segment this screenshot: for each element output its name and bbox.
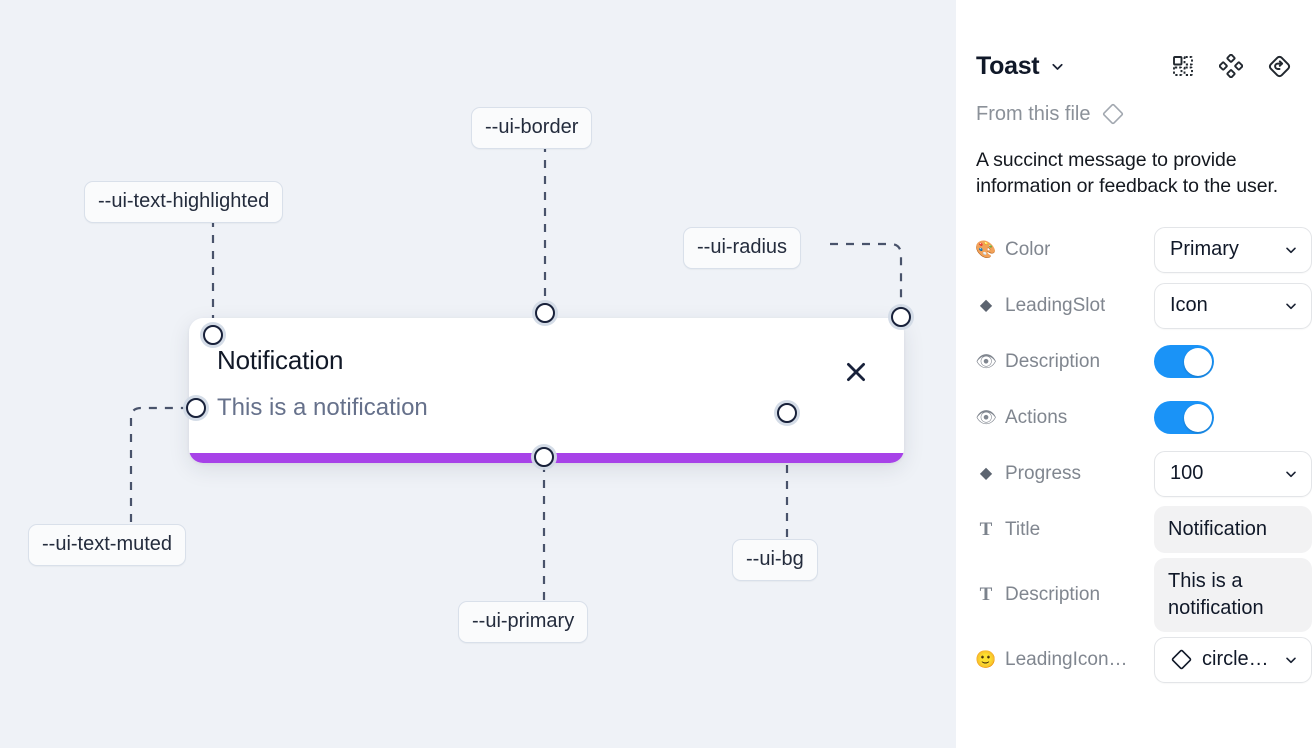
diamond-icon: ◆ xyxy=(979,464,993,482)
progress-select[interactable]: 100 xyxy=(1154,450,1312,497)
property-row-leadingslot: ◆ LeadingSlot Icon xyxy=(976,278,1312,334)
anchor-dot-radius[interactable] xyxy=(891,307,911,327)
variants-grid-icon[interactable] xyxy=(1170,53,1196,79)
eye-emoji-icon: 👁 xyxy=(976,408,997,428)
description-input[interactable]: This is a notification xyxy=(1154,557,1312,632)
text-type-icon: T xyxy=(979,584,993,606)
palette-emoji-icon: 🎨 xyxy=(976,240,997,260)
property-row-color: 🎨 Color Primary xyxy=(976,222,1312,278)
panel-header: Toast xyxy=(976,38,1292,94)
reset-icon[interactable] xyxy=(1266,53,1292,79)
property-row-actions-visibility: 👁 Actions xyxy=(976,390,1292,446)
toast-description: This is a notification xyxy=(217,394,428,421)
diamond-component-icon xyxy=(1101,102,1125,126)
title-input[interactable]: Notification xyxy=(1154,506,1312,554)
property-label-description-visibility: 👁 Description xyxy=(976,350,1101,372)
token-label-ui-text-muted[interactable]: --ui-text-muted xyxy=(28,524,187,566)
property-list: 🎨 Color Primary ◆ LeadingSlot xyxy=(976,222,1312,688)
diamond-component-icon xyxy=(1170,648,1193,671)
toast-title: Notification xyxy=(217,345,344,375)
property-label-color: 🎨 Color xyxy=(976,238,1051,260)
description-toggle[interactable] xyxy=(1154,345,1214,379)
component-description: A succinct message to provide informatio… xyxy=(976,149,1279,197)
property-row-title: T Title Notification xyxy=(976,502,1312,558)
property-row-description-text: T Description This is a notification xyxy=(976,557,1312,632)
header-icon-group xyxy=(1170,53,1292,79)
chevron-down-icon xyxy=(1283,242,1299,258)
actions-toggle[interactable] xyxy=(1154,401,1214,435)
property-row-leadingicon: 🙂 LeadingIcon… circle… xyxy=(976,632,1312,688)
smiley-emoji-icon: 🙂 xyxy=(976,650,997,670)
leadingslot-select[interactable]: Icon xyxy=(1154,282,1312,329)
close-icon[interactable] xyxy=(842,358,870,386)
token-label-ui-radius[interactable]: --ui-radius xyxy=(683,227,802,269)
property-label-progress: ◆ Progress xyxy=(976,463,1144,485)
property-row-description-visibility: 👁 Description xyxy=(976,334,1292,390)
page-title: Toast xyxy=(976,51,1040,80)
anchor-dot-text-highlighted[interactable] xyxy=(203,325,223,345)
anchor-dot-primary[interactable] xyxy=(534,447,554,467)
toast-component-preview[interactable]: Notification This is a notification xyxy=(189,318,904,463)
toggle-knob xyxy=(1183,347,1212,376)
token-label-ui-primary[interactable]: --ui-primary xyxy=(458,601,589,643)
token-label-ui-bg[interactable]: --ui-bg xyxy=(732,539,818,581)
diamond-icon: ◆ xyxy=(979,296,993,314)
token-label-ui-border[interactable]: --ui-border xyxy=(471,107,593,149)
toggle-knob xyxy=(1183,403,1212,432)
text-type-icon: T xyxy=(979,519,993,541)
chevron-down-icon[interactable] xyxy=(1049,58,1066,75)
property-label-description-text: T Description xyxy=(976,584,1144,606)
eye-emoji-icon: 👁 xyxy=(976,352,997,372)
leadingicon-select[interactable]: circle… xyxy=(1154,636,1312,683)
color-select[interactable]: Primary xyxy=(1154,226,1312,273)
source-row[interactable]: From this file xyxy=(976,102,1292,126)
property-label-title: T Title xyxy=(976,519,1144,541)
property-label-leadingicon: 🙂 LeadingIcon… xyxy=(976,648,1128,670)
design-canvas[interactable]: Notification This is a notification --ui… xyxy=(0,0,956,748)
source-label: From this file xyxy=(976,102,1091,125)
chevron-down-icon xyxy=(1283,652,1299,668)
anchor-dot-text-muted[interactable] xyxy=(186,398,206,418)
properties-panel: Toast xyxy=(956,0,1312,748)
anchor-dot-bg[interactable] xyxy=(777,403,797,423)
chevron-down-icon xyxy=(1283,466,1299,482)
anchor-dot-border[interactable] xyxy=(535,303,555,323)
chevron-down-icon xyxy=(1283,298,1299,314)
component-set-icon[interactable] xyxy=(1218,53,1244,79)
property-row-progress: ◆ Progress 100 xyxy=(976,446,1312,502)
property-label-actions-visibility: 👁 Actions xyxy=(976,406,1068,428)
token-label-ui-text-highlighted[interactable]: --ui-text-highlighted xyxy=(84,181,284,223)
property-label-leadingslot: ◆ LeadingSlot xyxy=(976,295,1144,317)
